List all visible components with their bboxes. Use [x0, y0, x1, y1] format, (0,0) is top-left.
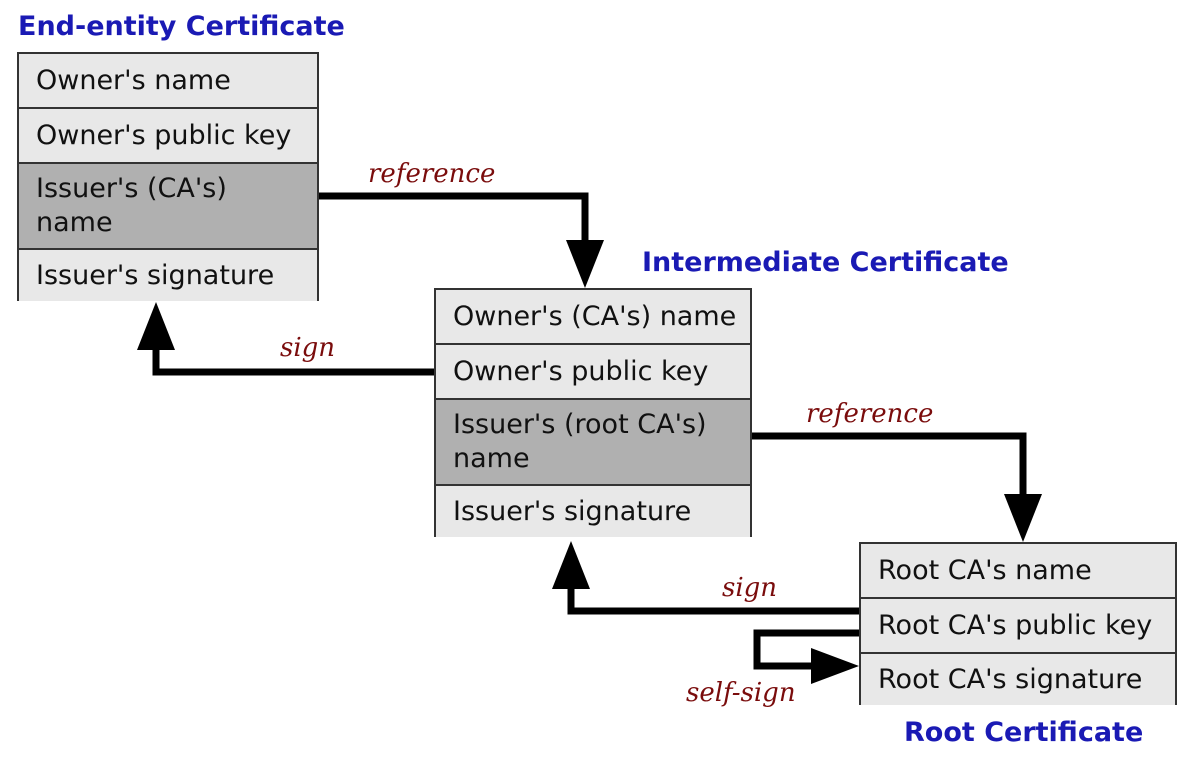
sign-label-2: sign	[722, 573, 778, 603]
end-entity-certificate: Owner's name Owner's public key Issuer's…	[17, 52, 319, 301]
reference-arrow-1	[319, 192, 589, 246]
reference-label-1: reference	[368, 159, 496, 189]
self-sign-arrowhead	[811, 648, 859, 684]
reference-arrowhead-1	[566, 240, 604, 288]
reference-arrowhead-2	[1004, 494, 1042, 542]
sign-arrow-1	[152, 348, 434, 376]
root-ca-name: Root CA's name	[861, 544, 1175, 597]
end-entity-owner-name: Owner's name	[19, 54, 317, 107]
sign-arrowhead-1	[137, 302, 175, 350]
end-entity-title: End-entity Certificate	[18, 11, 345, 42]
reference-label-2: reference	[806, 399, 934, 429]
self-sign-label: self-sign	[686, 678, 796, 708]
root-title: Root Certificate	[904, 717, 1144, 748]
sign-arrowhead-2	[552, 541, 590, 589]
sign-label-1: sign	[280, 333, 336, 363]
root-ca-signature: Root CA's signature	[861, 652, 1175, 705]
intermediate-certificate: Owner's (CA's) name Owner's public key I…	[434, 288, 752, 537]
self-sign-arrow	[753, 629, 859, 670]
intermediate-issuer-signature: Issuer's signature	[436, 484, 750, 537]
end-entity-issuer-signature: Issuer's signature	[19, 248, 317, 301]
intermediate-owner-public-key: Owner's public key	[436, 343, 750, 398]
root-ca-public-key: Root CA's public key	[861, 597, 1175, 652]
sign-arrow-2	[567, 587, 859, 615]
intermediate-owner-name: Owner's (CA's) name	[436, 290, 750, 343]
root-certificate: Root CA's name Root CA's public key Root…	[859, 542, 1177, 705]
intermediate-title: Intermediate Certificate	[642, 247, 1009, 278]
end-entity-owner-public-key: Owner's public key	[19, 107, 317, 162]
end-entity-issuer-name: Issuer's (CA's) name	[19, 162, 317, 248]
intermediate-issuer-name: Issuer's (root CA's) name	[436, 398, 750, 484]
reference-arrow-2	[752, 432, 1027, 500]
